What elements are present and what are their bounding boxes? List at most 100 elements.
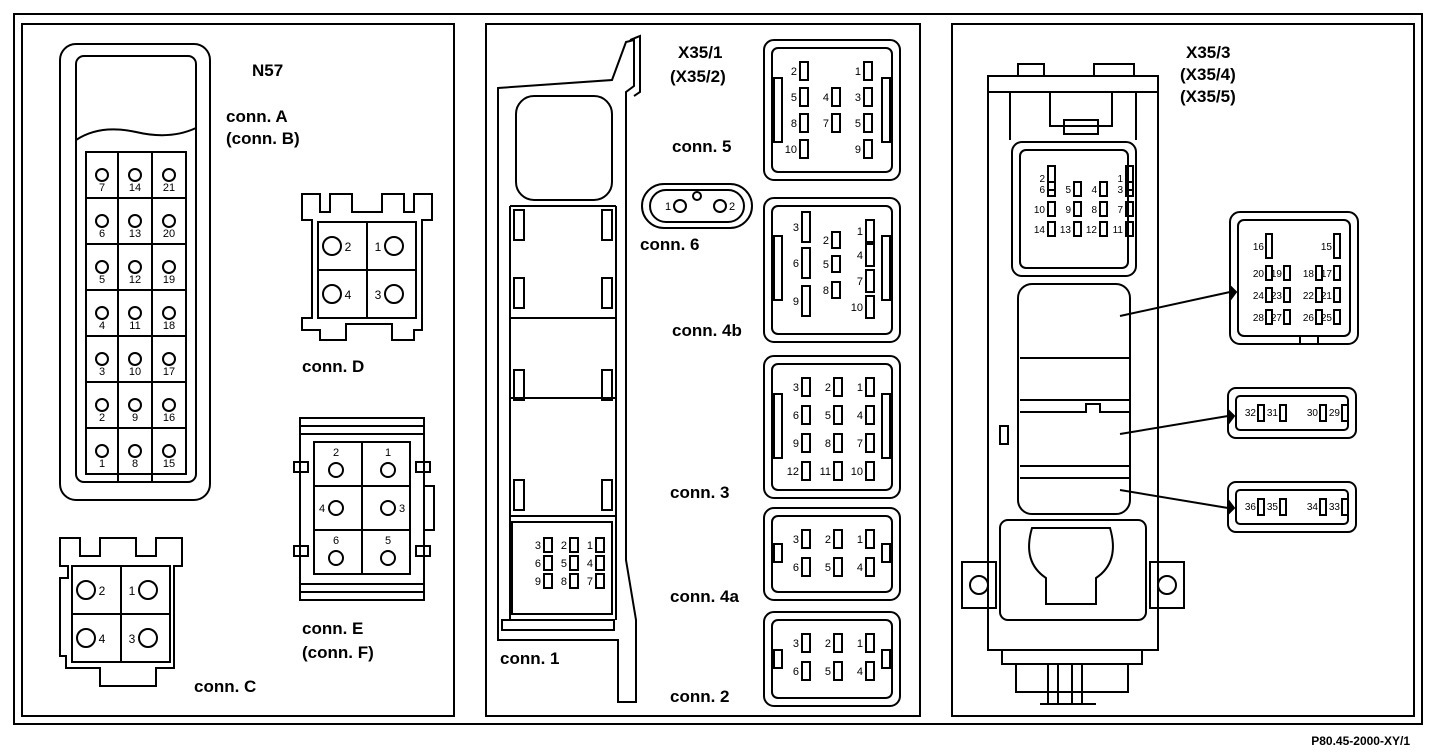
pin-socket — [162, 168, 176, 182]
pin-socket — [128, 444, 142, 458]
pin-socket — [1125, 181, 1134, 197]
x35-3-housing — [961, 63, 1185, 705]
pin-socket — [799, 87, 809, 107]
panel-middle — [485, 23, 921, 717]
conn-c-housing — [59, 537, 183, 687]
pin-socket — [328, 550, 344, 566]
pin-socket — [1341, 498, 1349, 516]
pin-socket — [801, 211, 811, 243]
pin-socket — [328, 500, 344, 516]
pin-label: 10 — [1034, 205, 1046, 216]
pin-socket — [1073, 221, 1082, 237]
pin-label: 11 — [820, 466, 831, 478]
pin-label: 3 — [129, 632, 136, 646]
pin-label: 7 — [857, 276, 863, 288]
pin-socket — [1283, 265, 1291, 281]
pin-label: 8 — [825, 438, 831, 450]
pin-socket — [1341, 404, 1349, 422]
pin-socket — [801, 377, 811, 397]
pin-socket — [76, 628, 96, 648]
pin-label: 1 — [587, 540, 593, 552]
pin-label: 20 — [1253, 269, 1265, 280]
pin-socket — [1333, 233, 1341, 259]
pin-socket — [1073, 181, 1082, 197]
pin-label: 6 — [793, 666, 799, 678]
pin-label: 2 — [825, 638, 831, 650]
pin-socket — [1099, 201, 1108, 217]
pin-label: 7 — [823, 118, 829, 130]
pin-label: 1 — [1117, 174, 1123, 185]
pin-socket — [162, 352, 176, 366]
pin-socket — [1257, 404, 1265, 422]
pin-socket — [543, 537, 553, 553]
pin-socket — [380, 462, 396, 478]
conn-4b-label: conn. 4b — [672, 321, 742, 340]
pin-socket — [595, 537, 605, 553]
pin-socket — [1125, 221, 1134, 237]
pin-label: 8 — [1091, 205, 1097, 216]
pin-socket — [1315, 265, 1323, 281]
pin-label: 12 — [787, 466, 799, 478]
pin-label: 17 — [1321, 269, 1333, 280]
pin-socket — [595, 573, 605, 589]
pin-label: 2 — [99, 412, 105, 424]
pin-socket — [863, 61, 873, 81]
pin-socket — [95, 168, 109, 182]
pin-socket — [833, 661, 843, 681]
pin-socket — [95, 214, 109, 228]
pin-label: 21 — [1321, 291, 1333, 302]
pin-label: 10 — [785, 144, 797, 156]
pin-label: 35 — [1267, 502, 1279, 513]
x35-4-title: (X35/4) — [1180, 65, 1236, 84]
pin-label: 9 — [793, 296, 799, 308]
pin-label: 7 — [1117, 205, 1123, 216]
pin-label: 5 — [825, 410, 831, 422]
pin-socket — [831, 113, 841, 133]
pin-label: 3 — [535, 540, 541, 552]
pin-label: 8 — [823, 285, 829, 297]
pin-label: 12 — [1086, 225, 1098, 236]
conn-1-housing — [497, 34, 641, 703]
pin-label: 5 — [1065, 185, 1071, 196]
pin-label: 9 — [132, 412, 138, 424]
pin-socket — [380, 550, 396, 566]
pin-label: 27 — [1271, 313, 1283, 324]
pin-socket — [1099, 221, 1108, 237]
pin-label: 2 — [825, 534, 831, 546]
pin-label: 23 — [1271, 291, 1283, 302]
pin-socket — [138, 628, 158, 648]
pin-label: 4 — [857, 250, 863, 262]
pin-socket — [1125, 201, 1134, 217]
pin-label: 6 — [793, 410, 799, 422]
pin-label: 2 — [791, 66, 797, 78]
pin-label: 4 — [857, 410, 863, 422]
pin-socket — [833, 633, 843, 653]
conn-4b-housing — [763, 197, 901, 343]
pin-label: 3 — [375, 288, 382, 302]
pin-label: 6 — [99, 228, 105, 240]
conn-a-housing — [59, 43, 211, 501]
pin-socket — [833, 405, 843, 425]
coding-hole — [692, 191, 702, 201]
pin-label: 20 — [163, 228, 175, 240]
conn-3-label: conn. 3 — [670, 483, 730, 502]
pin-socket — [713, 199, 727, 213]
pin-socket — [799, 113, 809, 133]
x35-5-title: (X35/5) — [1180, 87, 1236, 106]
conn-2-housing — [763, 611, 901, 707]
pin-socket — [865, 243, 875, 267]
pin-socket — [1315, 309, 1323, 325]
conn-d-label: conn. D — [302, 357, 364, 376]
pin-socket — [1047, 201, 1056, 217]
pin-label: 2 — [99, 584, 106, 598]
pin-label: 34 — [1307, 502, 1319, 513]
pin-label: 5 — [825, 666, 831, 678]
pin-socket — [595, 555, 605, 571]
